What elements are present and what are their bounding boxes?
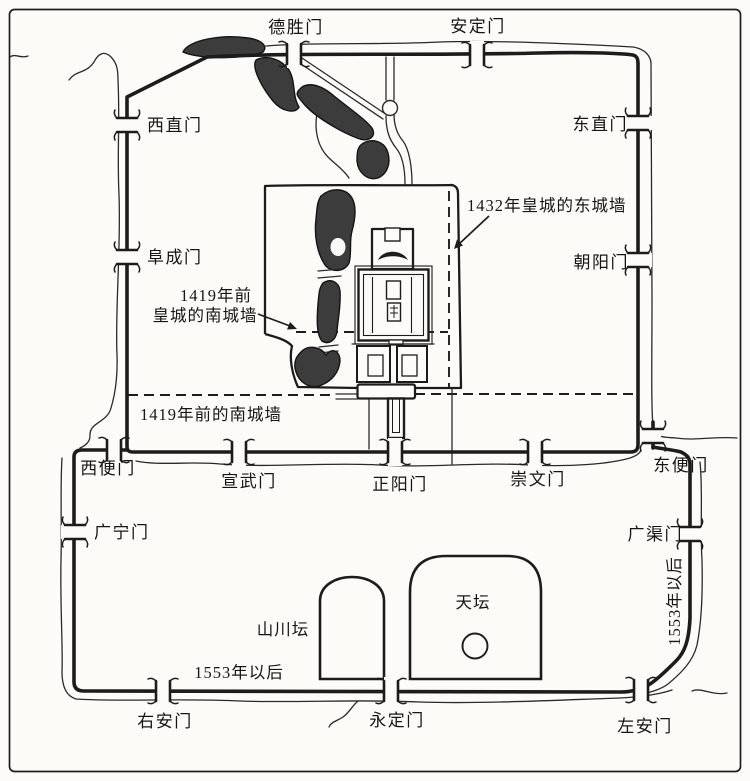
- label-tiantan: 天坛: [456, 593, 491, 612]
- label-deshengmen: 德胜门: [268, 18, 324, 37]
- annotation-arrows: [257, 215, 490, 330]
- lake-beihai: [314, 189, 356, 272]
- label-guangningmen: 广宁门: [94, 523, 150, 542]
- gate-marker-youanmen: [147, 677, 179, 705]
- imperial-city-outline: [263, 183, 463, 465]
- gate-marker-chongwenmen: [519, 438, 551, 466]
- label-fuchengmen: 阜成门: [147, 248, 203, 267]
- lake-xihai: [254, 56, 300, 112]
- gate-marker-yongdingmen: [375, 677, 407, 705]
- label-xibianmen: 西便门: [80, 459, 136, 478]
- label-youanmen: 右安门: [137, 712, 193, 731]
- lake-nanhai: [294, 346, 341, 388]
- label-andingmen: 安定门: [450, 17, 506, 36]
- label-xuanwumen: 宣武门: [221, 472, 277, 491]
- label-guangqumen: 广渠门: [628, 525, 684, 544]
- gates-layer: [61, 40, 704, 705]
- label-pre-1419-line2: 皇城的南城墙: [153, 306, 258, 325]
- gate-marker-guangningmen: [61, 516, 89, 548]
- label-zuoanmen: 左安门: [617, 717, 673, 736]
- lakes: [182, 36, 390, 388]
- canal-pond: [381, 99, 399, 117]
- label-chaoyangmen: 朝阳门: [574, 253, 630, 272]
- label-shanchuantan: 山川坛: [257, 620, 310, 639]
- label-pre-1419-line1: 1419年前: [180, 286, 252, 305]
- lake-qianhai: [356, 140, 390, 180]
- gate-avenue-t: [356, 383, 417, 440]
- gate-marker-deshengmen: [278, 40, 310, 68]
- label-yongdingmen: 永定门: [369, 711, 425, 730]
- gate-marker-fuchengmen: [113, 241, 141, 273]
- gate-marker-andingmen: [461, 41, 493, 69]
- label-xizhimen: 西直门: [147, 116, 203, 135]
- gate-marker-xizhimen: [113, 109, 141, 141]
- label-east-wall-1432: 1432年皇城的东城墙: [467, 196, 627, 215]
- jingshan-hill: [378, 251, 408, 260]
- corridor-legs: [351, 343, 435, 383]
- city-walls: [72, 50, 692, 694]
- lake-zhonghai: [316, 280, 341, 344]
- inner-city-wall: [125, 50, 640, 454]
- tiantan-altar: [408, 554, 543, 681]
- gate-marker-zhengyangmen: [379, 438, 411, 466]
- gate-marker-xuanwumen: [223, 438, 255, 466]
- gate-marker-zuoanmen: [625, 676, 657, 704]
- tiantan-circular-mound: [461, 632, 489, 660]
- lake-houhai: [296, 84, 375, 141]
- canal-lines: [297, 56, 413, 185]
- shanchuantan-altar: [318, 575, 386, 681]
- label-dongbianmen: 东便门: [653, 456, 709, 475]
- outer-city-east-wall: [641, 445, 692, 690]
- altars: [318, 554, 543, 681]
- label-south-wall-pre-1419: 1419年前的南城墙: [140, 405, 282, 424]
- gate-marker-xibianmen: [98, 436, 130, 464]
- gate-marker-chaoyangmen: [624, 244, 652, 276]
- gate-marker-dongzhimen: [624, 107, 652, 139]
- label-dongzhimen: 东直门: [573, 115, 629, 134]
- beihai-island: [330, 238, 346, 256]
- label-chongwenmen: 崇文门: [510, 470, 566, 489]
- outer-city-west-south-wall: [72, 448, 647, 694]
- gate-marker-guangqumen: [676, 518, 704, 550]
- label-after-1553-east: 1553年以后: [665, 556, 684, 646]
- moat-lines: [9, 40, 738, 728]
- label-after-1553-south: 1553年以后: [194, 663, 284, 682]
- gate-marker-dongbianmen: [639, 420, 667, 452]
- label-zhengyangmen: 正阳门: [372, 475, 428, 494]
- forbidden-city: [354, 265, 433, 346]
